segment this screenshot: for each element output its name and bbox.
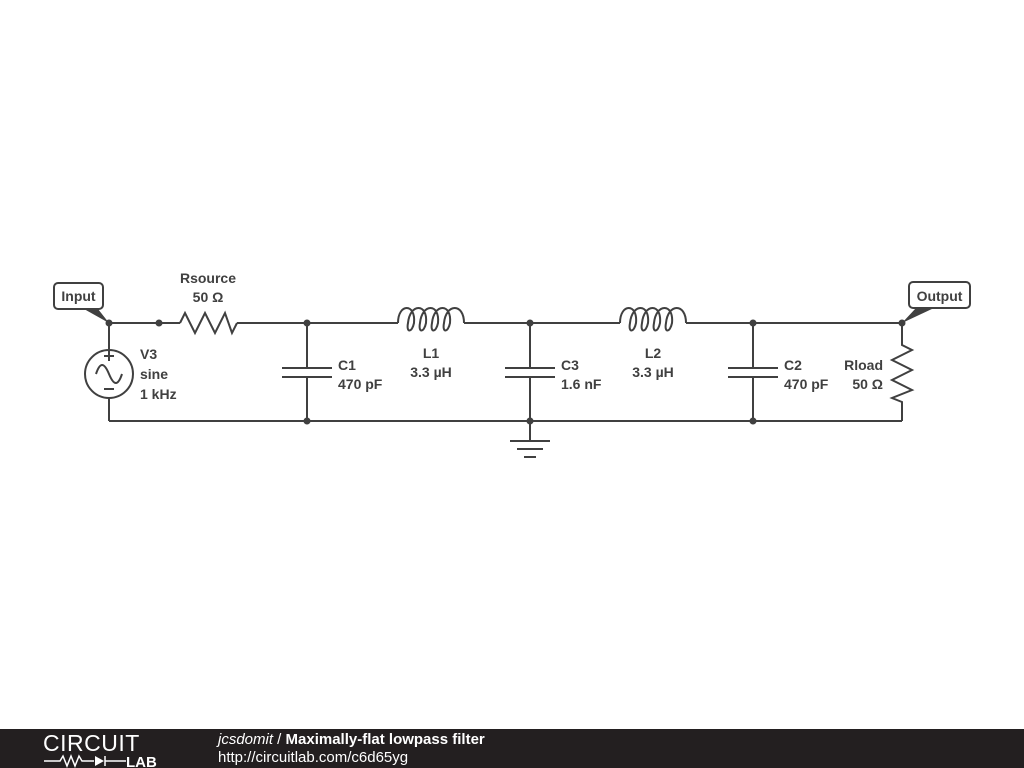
l1-inductor[interactable] — [397, 307, 465, 332]
c1-name: C1 — [338, 357, 356, 373]
c2-capacitor[interactable] — [728, 323, 778, 421]
junction-dot — [526, 319, 534, 327]
l1-value: 3.3 µH — [410, 364, 452, 380]
rsource-value: 50 Ω — [193, 289, 224, 305]
junction-dot — [526, 417, 534, 425]
c1-capacitor[interactable] — [282, 323, 332, 421]
schematic-canvas: Input Output V3 sine 1 kHz Rsource 50 Ω … — [53, 270, 971, 458]
title-separator: / — [273, 731, 286, 748]
c3-name: C3 — [561, 357, 579, 373]
rload-value: 50 Ω — [852, 376, 883, 392]
junction-dot — [105, 319, 113, 327]
logo-resistor-icon — [44, 753, 94, 768]
circuitlab-logo[interactable]: CIRCUIT LAB — [40, 729, 180, 768]
output-port-label: Output — [917, 288, 963, 304]
logo-text-top: CIRCUIT — [43, 730, 140, 756]
ground-symbol — [510, 421, 550, 458]
footer-bar: CIRCUIT LAB jcsdomit / Maximally-flat lo… — [0, 729, 1024, 768]
circuit-url-link[interactable]: http://circuitlab.com/c6d65yg — [218, 749, 409, 766]
output-port[interactable]: Output — [902, 281, 971, 323]
rload-resistor[interactable] — [889, 323, 915, 421]
c1-value: 470 pF — [338, 376, 383, 392]
junction-dot — [898, 319, 906, 327]
l2-value: 3.3 µH — [632, 364, 674, 380]
c3-value: 1.6 nF — [561, 376, 602, 392]
v3-type: sine — [140, 366, 168, 382]
v3-name: V3 — [140, 346, 157, 362]
junction-dot — [749, 319, 757, 327]
rsource-name: Rsource — [180, 270, 236, 286]
rsource-resistor[interactable] — [179, 310, 238, 336]
junction-dot — [749, 417, 757, 425]
c2-name: C2 — [784, 357, 802, 373]
v3-freq: 1 kHz — [140, 386, 177, 402]
v3-source[interactable] — [84, 323, 134, 421]
author-name[interactable]: jcsdomit — [218, 731, 274, 748]
l2-inductor[interactable] — [619, 307, 687, 332]
junction-dots — [105, 319, 906, 425]
rload-name: Rload — [844, 357, 883, 373]
c3-capacitor[interactable] — [505, 323, 555, 421]
input-port[interactable]: Input — [53, 282, 109, 323]
input-port-label: Input — [61, 288, 96, 304]
logo-diode-icon — [95, 756, 104, 766]
logo-text-bottom: LAB — [126, 754, 157, 768]
junction-dot — [303, 417, 311, 425]
footer-attribution: jcsdomit / Maximally-flat lowpass filter — [218, 731, 485, 748]
sine-wave-icon — [95, 364, 123, 384]
l1-name: L1 — [423, 345, 440, 361]
c2-value: 470 pF — [784, 376, 829, 392]
junction-dot — [155, 319, 163, 327]
junction-dot — [303, 319, 311, 327]
circuit-title: Maximally-flat lowpass filter — [285, 731, 485, 748]
l2-name: L2 — [645, 345, 662, 361]
